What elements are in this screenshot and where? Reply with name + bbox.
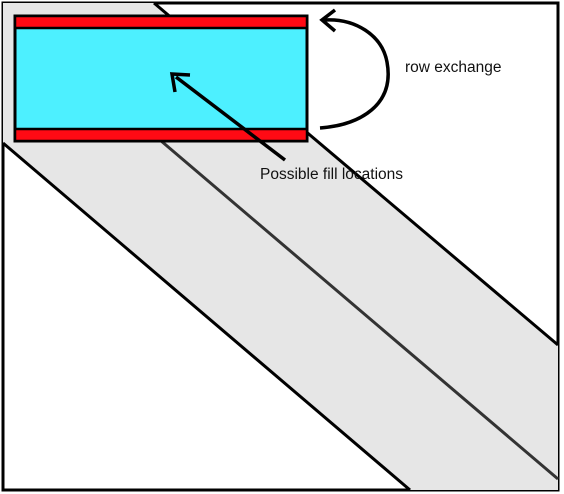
row-exchange-label: row exchange xyxy=(405,59,502,76)
row-marker-top xyxy=(13,14,309,30)
main-diagonal xyxy=(159,138,559,481)
fill-pointer-arrowhead-icon xyxy=(169,72,191,93)
row-marker-bottom xyxy=(13,127,309,143)
row-exchange-arrowhead-icon xyxy=(319,8,337,33)
fill-block xyxy=(13,14,309,143)
fill-locations-label: Possible fill locations xyxy=(260,166,403,183)
row-exchange-arrow xyxy=(319,18,390,130)
band-lower-edge xyxy=(2,141,411,492)
fill-pointer-arrow xyxy=(174,75,287,162)
